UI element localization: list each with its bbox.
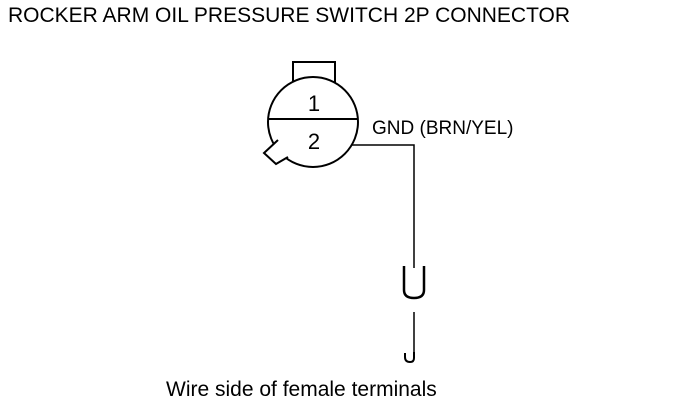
connector-body	[267, 76, 359, 168]
female-terminal	[402, 266, 426, 300]
diagram-caption: Wire side of female terminals	[166, 378, 437, 401]
connector-lock-tab-outline	[292, 61, 336, 82]
pin-2-number: 2	[308, 129, 320, 154]
diagram-title: ROCKER ARM OIL PRESSURE SWITCH 2P CONNEC…	[8, 4, 571, 27]
connector-key-notch	[262, 139, 289, 166]
pin-1-number: 1	[308, 91, 320, 116]
gnd-wire	[351, 144, 415, 268]
pin-2-wire-label: GND (BRN/YEL)	[372, 118, 514, 139]
wire-end-hook	[404, 352, 415, 364]
